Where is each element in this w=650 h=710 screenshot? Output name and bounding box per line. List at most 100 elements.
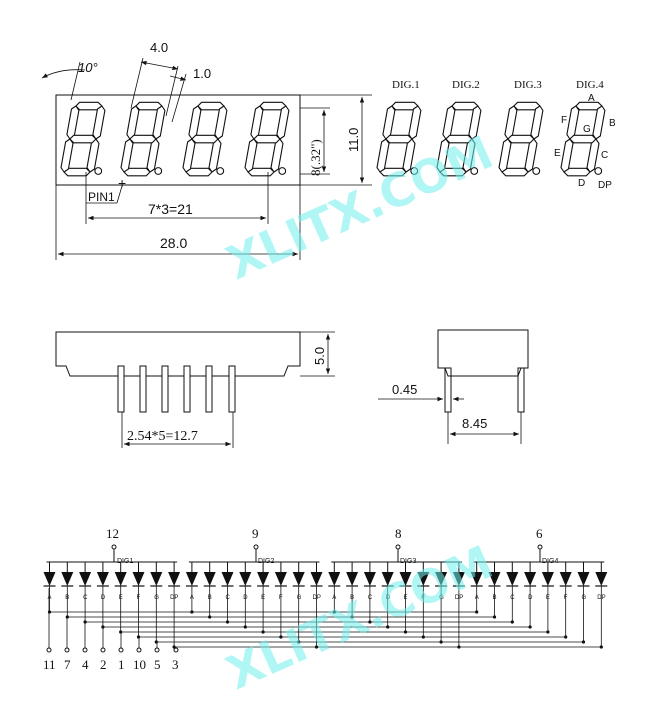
seg-width-label: 4.0 xyxy=(150,40,168,55)
seg-thick-ext xyxy=(171,73,187,123)
diode-d xyxy=(524,572,537,586)
bottom-pin-2: 2 xyxy=(100,657,107,672)
angle-ref-line xyxy=(70,61,81,101)
seg-label-d: D xyxy=(578,178,585,189)
diode-f xyxy=(559,572,572,586)
front-digits xyxy=(60,101,290,177)
diode-group-4: ABCDEFGDP xyxy=(470,544,608,647)
diode-g xyxy=(577,572,590,586)
diode-label-c: C xyxy=(368,595,373,601)
bottom-pin-7: 7 xyxy=(64,657,71,672)
angle-label: 10° xyxy=(78,60,98,75)
bottom-pin-11: 11 xyxy=(43,657,56,672)
side-pin-5 xyxy=(205,365,213,413)
right-digits xyxy=(376,101,606,177)
row-spacing-label: 8.45 xyxy=(462,416,487,431)
diode-label-d: D xyxy=(386,595,391,601)
seg-label-a: A xyxy=(588,93,595,104)
diode-g xyxy=(435,572,448,586)
bottom-pin-3: 3 xyxy=(172,657,179,672)
segment-g xyxy=(69,134,97,144)
segment-dp xyxy=(216,167,225,175)
segment-b xyxy=(530,105,544,140)
segment-f xyxy=(250,105,264,140)
segment-f xyxy=(188,105,202,140)
internal-circuit-diagram: 12 9 8 6 DIG1 DIG2 DIG3 DIG4 ABCDEFGDPAB… xyxy=(43,526,608,672)
bottom-pin-10: 10 xyxy=(133,657,146,672)
diode-c xyxy=(221,572,234,586)
diode-label-d: D xyxy=(528,595,533,601)
diode-label-g: G xyxy=(297,595,302,601)
junction xyxy=(136,635,141,639)
segment-e xyxy=(120,138,134,173)
segment-dp xyxy=(278,167,287,175)
width-label: 28.0 xyxy=(160,235,187,251)
diode-c xyxy=(79,572,92,586)
diode-d xyxy=(381,572,394,586)
diode-group-2: ABCDEFGDP xyxy=(185,544,323,647)
diode-d xyxy=(96,572,109,586)
segment-c xyxy=(146,138,160,173)
bottom-pin-4: 4 xyxy=(82,657,89,672)
diode-a xyxy=(470,572,483,586)
segment-c xyxy=(524,138,538,173)
diode-label-c: C xyxy=(83,595,88,601)
junction xyxy=(350,615,354,619)
segment-dp xyxy=(410,167,419,175)
segment-g xyxy=(445,134,473,144)
side-pin-1 xyxy=(117,365,125,413)
segment-dp xyxy=(470,167,479,175)
pin-pitch-label: 2.54*5=12.7 xyxy=(127,429,198,444)
segment-b xyxy=(92,105,106,140)
junction xyxy=(279,635,283,639)
seg-label-b: B xyxy=(609,118,616,129)
junction xyxy=(528,625,532,629)
pin-node xyxy=(173,647,179,653)
bottom-pin-5: 5 xyxy=(154,657,161,672)
common-pin-node xyxy=(537,544,543,550)
common-pin-8: 8 xyxy=(395,526,402,541)
pin-node xyxy=(154,647,160,653)
digit-label-1: DIG.1 xyxy=(392,79,420,91)
side-pin-3 xyxy=(161,365,169,413)
junction xyxy=(190,610,194,614)
diode-b xyxy=(203,572,216,586)
height-label: 11.0 xyxy=(346,128,361,152)
diode-e xyxy=(541,572,554,586)
junction xyxy=(599,645,603,649)
segment-f xyxy=(382,105,396,140)
segment-c xyxy=(586,138,600,173)
seg-label-f: F xyxy=(561,115,567,126)
segment-dp xyxy=(532,167,541,175)
diode-c xyxy=(363,572,376,586)
thickness-label: 5.0 xyxy=(312,347,327,365)
segment-f xyxy=(442,105,456,140)
segment-dp xyxy=(594,167,603,175)
junction xyxy=(421,635,425,639)
seg-label-e: E xyxy=(554,148,561,159)
diode-b xyxy=(488,572,501,586)
junction xyxy=(208,615,212,619)
junction xyxy=(475,610,479,614)
junction xyxy=(368,620,372,624)
segment-e xyxy=(498,138,512,173)
diode-c xyxy=(506,572,519,586)
diode-label-g: G xyxy=(154,595,159,601)
segment-g xyxy=(507,134,535,144)
diode-a xyxy=(328,572,341,586)
segment-e xyxy=(436,138,450,173)
seg-width-ext-2 xyxy=(165,65,179,117)
junction xyxy=(154,640,158,644)
front-digit-4 xyxy=(244,101,290,177)
segment-dp xyxy=(94,167,103,175)
junction xyxy=(297,640,301,644)
pitch-label: 7*3=21 xyxy=(148,201,193,217)
segment-diagram: DIG.1 DIG.2 DIG.3 DIG.4 A B F G E C D DP xyxy=(376,79,616,191)
right-digit-3 xyxy=(498,101,544,177)
diode-label-g: G xyxy=(439,595,444,601)
junction xyxy=(457,645,461,649)
diode-dp xyxy=(168,572,181,586)
diode-a xyxy=(185,572,198,586)
junction xyxy=(386,625,390,629)
diode-f xyxy=(274,572,287,586)
